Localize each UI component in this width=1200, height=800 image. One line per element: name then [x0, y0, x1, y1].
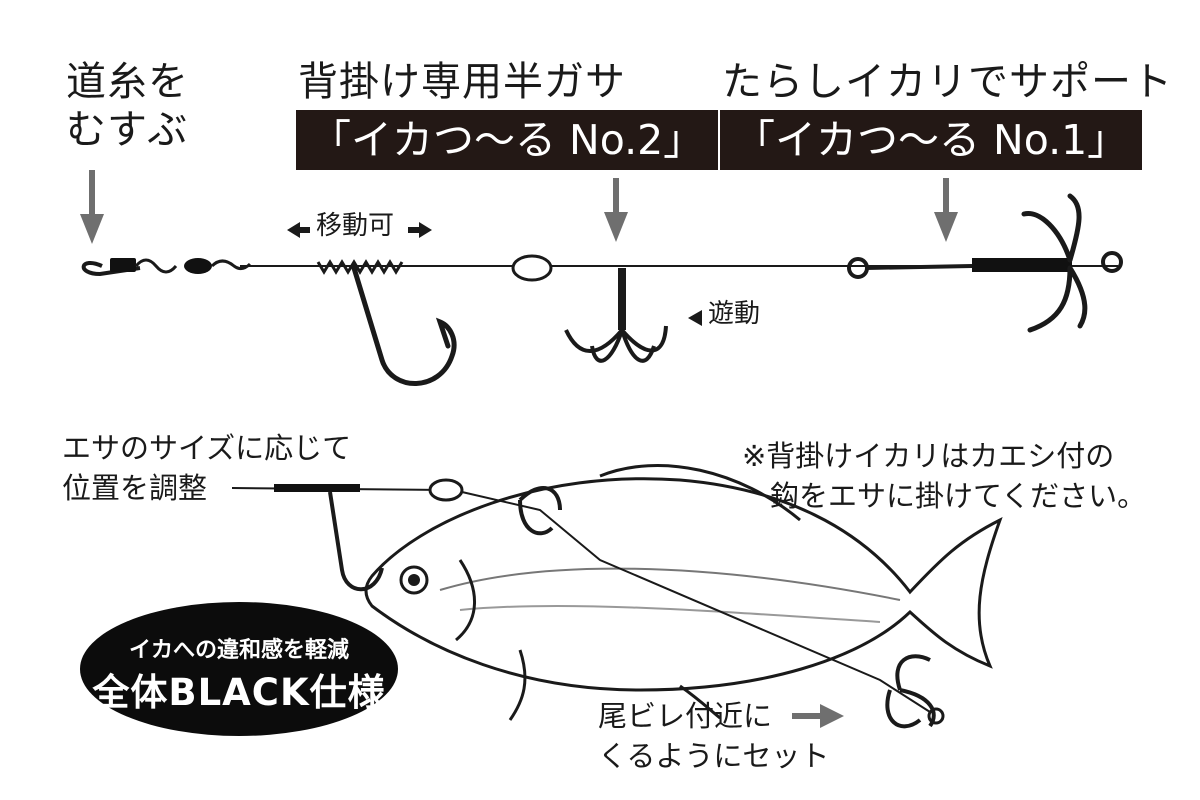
- adjust-label-2: 位置を調整: [62, 471, 208, 505]
- note-label-1: ※背掛けイカリはカエシ付の: [742, 439, 1115, 473]
- hook1-title: たらしイカリでサポート: [722, 59, 1173, 105]
- hook2-binding: [316, 259, 404, 275]
- note-label-2: 鈎をエサに掛けてください。: [770, 479, 1147, 513]
- tail-label-2: くるようにセット: [598, 739, 830, 773]
- treble1-prongs: [1021, 193, 1088, 333]
- fish: [364, 464, 1003, 721]
- black-spec-badge: イカへの違和感を軽減 全体BLACK仕様: [80, 602, 398, 736]
- hook1-product-box: 「イカつ〜る No.1」: [720, 110, 1143, 170]
- bottom-rig: [231, 478, 945, 729]
- adjust-label-1: エサのサイズに応じて: [62, 431, 352, 465]
- top-arrows: [80, 170, 958, 244]
- tail-label-1: 尾ビレ付近に: [598, 699, 773, 733]
- snap-swivel: [81, 258, 252, 277]
- top-rig: [81, 193, 1123, 386]
- swinging-label: 遊動: [708, 299, 761, 329]
- tail-arrow: [792, 704, 844, 728]
- treble1-shank: [972, 258, 1072, 272]
- line-knot-label-2: むすぶ: [66, 107, 189, 153]
- hook2-title: 背掛け専用半ガサ: [298, 59, 626, 105]
- ring: [847, 257, 869, 279]
- swinging-treble: [564, 268, 668, 363]
- movable-label: 移動可: [316, 211, 395, 241]
- hook2-product-box: 「イカつ〜る No.2」: [296, 110, 719, 170]
- badge-line-1: イカへの違和感を軽減: [128, 638, 349, 663]
- movable-arrows: [287, 222, 702, 326]
- bead: [511, 254, 553, 282]
- single-hook: [351, 265, 457, 386]
- badge-line-2: 全体BLACK仕様: [92, 671, 386, 714]
- line-knot-label: 道糸を: [66, 59, 189, 105]
